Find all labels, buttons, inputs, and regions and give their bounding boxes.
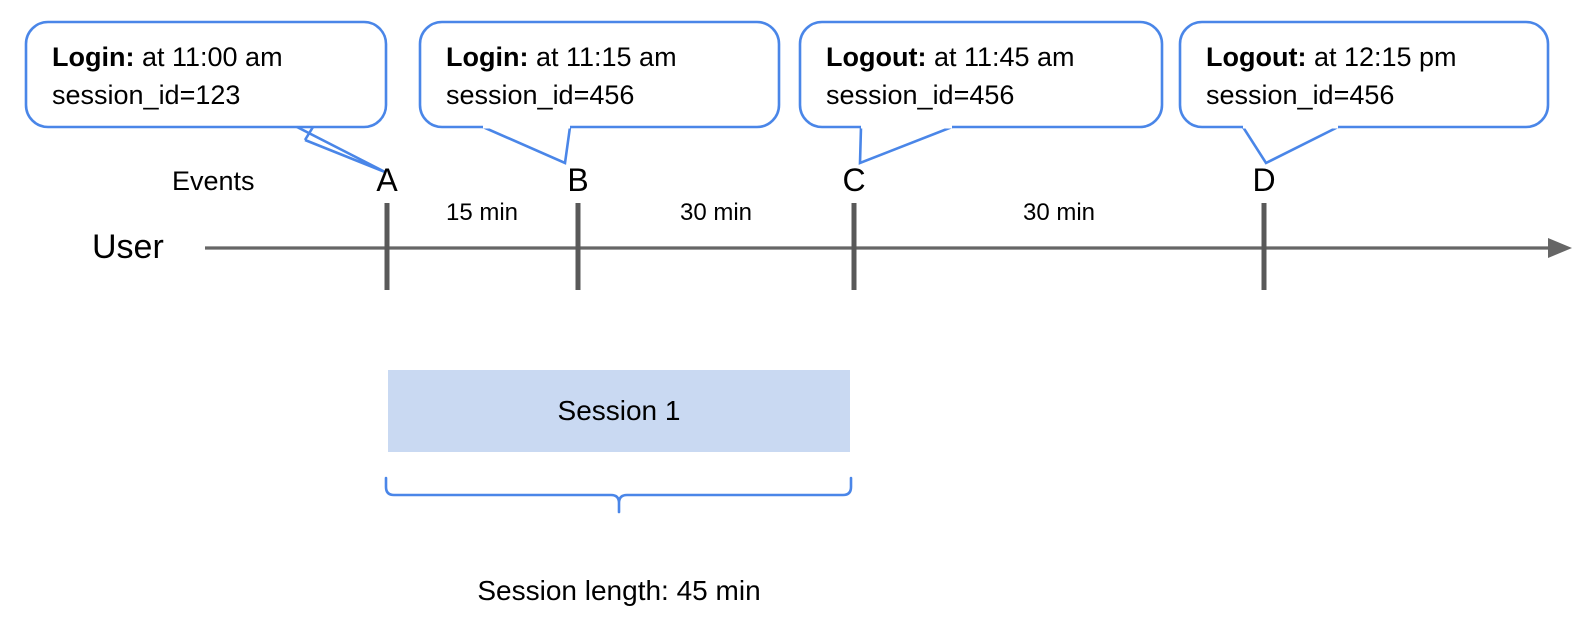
callout-label-c: Logout: (826, 42, 927, 72)
callout-label-b: Login: (446, 42, 529, 72)
callout-label-a: Login: (52, 42, 135, 72)
interval-label-bc: 30 min (679, 199, 753, 226)
event-point-a: A (376, 162, 398, 198)
event-point-c: C (842, 162, 866, 198)
events-row-label: Events (172, 166, 255, 196)
session-1-box: Session 1 (388, 370, 850, 452)
session-length-caption: Session length: 45 min (477, 575, 761, 606)
user-row-label: User (92, 228, 164, 266)
callout-time-c: at 11:45 am (926, 42, 1075, 72)
callout-session-d: session_id=456 (1206, 80, 1395, 110)
event-point-d: D (1252, 162, 1276, 198)
event-point-b: B (567, 162, 589, 198)
callout-time-b: at 11:15 am (528, 42, 677, 72)
interval-label-ab: 15 min (445, 199, 519, 226)
timeline-axis (205, 238, 1572, 258)
callout-label-d: Logout: (1206, 42, 1307, 72)
interval-label-cd: 30 min (1022, 199, 1096, 226)
session-brace (384, 476, 853, 514)
callout-time-a: at 11:00 am (134, 42, 283, 72)
callout-text-b: Login: at 11:15 am session_id=456 (446, 38, 677, 114)
callout-text-c: Logout: at 11:45 am session_id=456 (826, 38, 1075, 114)
callout-session-b: session_id=456 (446, 80, 635, 110)
callout-text-a: Login: at 11:00 am session_id=123 (52, 38, 283, 114)
callout-time-d: at 12:15 pm (1306, 42, 1457, 72)
callout-session-a: session_id=123 (52, 80, 241, 110)
session-1-label: Session 1 (557, 395, 681, 426)
callout-text-d: Logout: at 12:15 pm session_id=456 (1206, 38, 1457, 114)
callout-session-c: session_id=456 (826, 80, 1015, 110)
